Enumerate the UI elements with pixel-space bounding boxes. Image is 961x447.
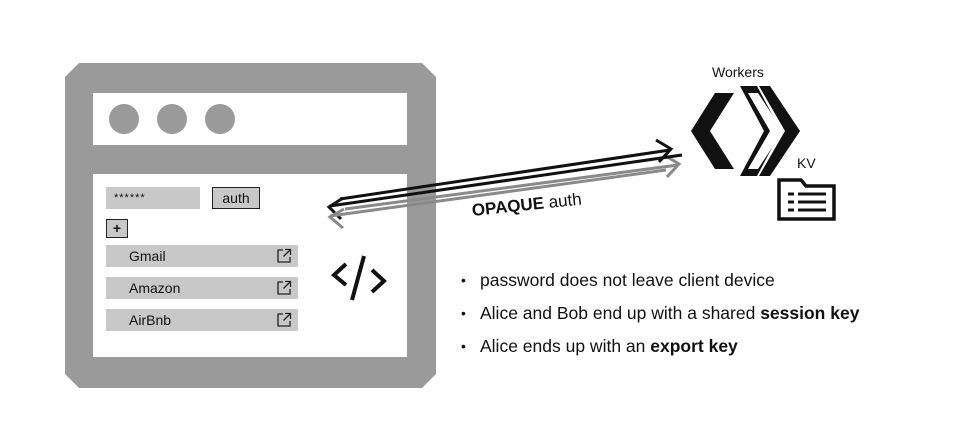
property-item: Alice ends up with an export key (460, 334, 859, 367)
external-link-icon (276, 312, 292, 328)
arrow-to-workers-black (339, 138, 674, 201)
window-dot-icon (205, 104, 235, 134)
properties-list: password does not leave client device Al… (460, 268, 859, 367)
protocol-suffix: auth (542, 189, 583, 213)
site-label: Amazon (129, 280, 181, 296)
site-label: Gmail (129, 248, 166, 264)
password-field[interactable]: ****** (106, 187, 200, 209)
kv-label: KV (797, 155, 816, 171)
code-icon (330, 255, 387, 301)
site-item-airbnb[interactable]: AirBnb (106, 309, 298, 331)
site-item-gmail[interactable]: Gmail (106, 245, 298, 267)
site-label: AirBnb (129, 312, 172, 328)
workers-chevron-icon (691, 86, 800, 176)
browser-content: ****** auth + Gmail Amazon AirBnb (93, 174, 407, 357)
external-link-icon (276, 280, 292, 296)
workers-label: Workers (712, 64, 764, 80)
browser-titlebar (93, 93, 407, 145)
auth-button[interactable]: auth (212, 187, 260, 209)
arrow-to-client-gray (327, 168, 667, 230)
browser-window: ****** auth + Gmail Amazon AirBnb (65, 63, 436, 388)
window-dot-icon (109, 104, 139, 134)
external-link-icon (276, 248, 292, 264)
kv-folder-icon (777, 178, 836, 221)
add-button[interactable]: + (106, 219, 128, 238)
property-item: Alice and Bob end up with a shared sessi… (460, 301, 859, 334)
window-dot-icon (157, 104, 187, 134)
property-item: password does not leave client device (460, 268, 859, 301)
site-item-amazon[interactable]: Amazon (106, 277, 298, 299)
